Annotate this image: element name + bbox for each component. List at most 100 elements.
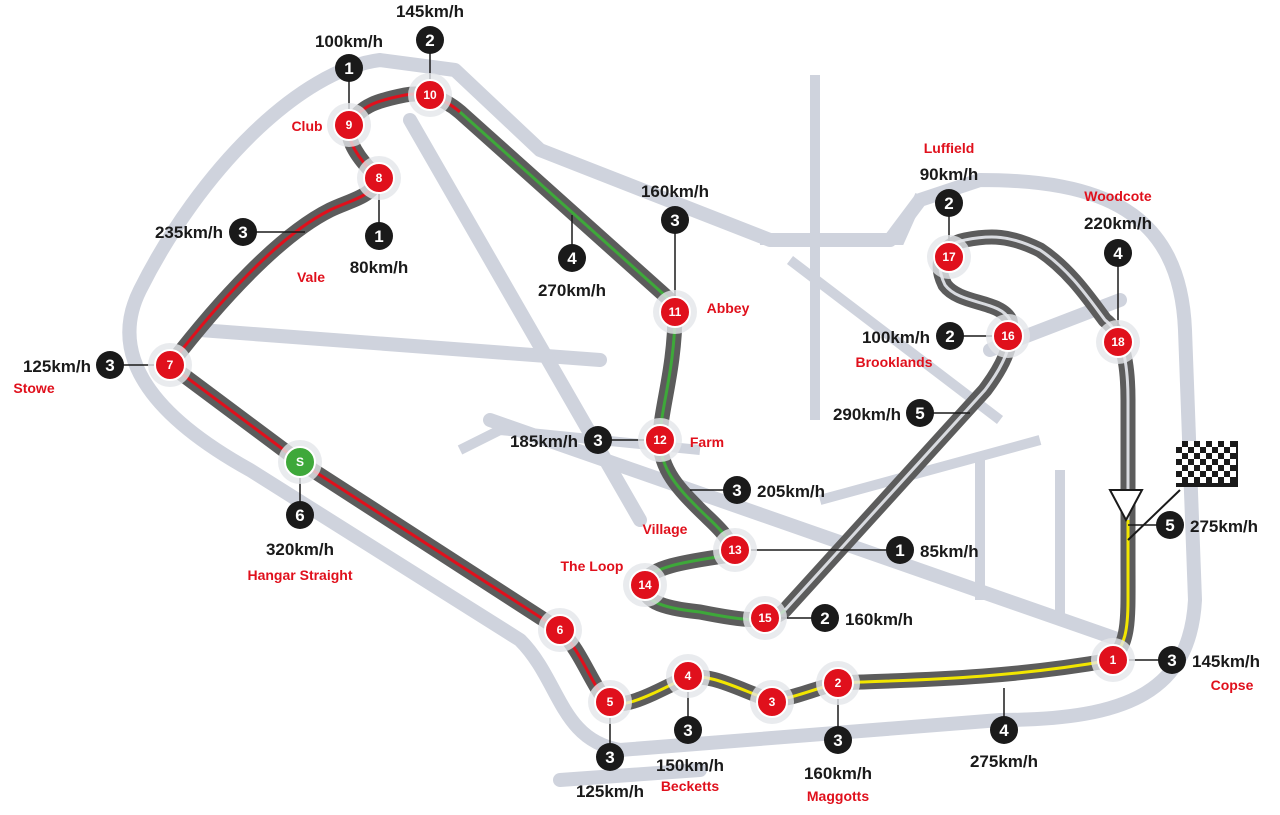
corner-3-marker[interactable]: 3: [750, 680, 794, 724]
gear-number: 1: [374, 227, 383, 246]
gear-number: 2: [820, 609, 829, 628]
corner-17-marker[interactable]: 17: [927, 235, 971, 279]
speed-point-3[interactable]: 3 235km/h: [155, 218, 257, 246]
corner-5-marker[interactable]: 5: [588, 680, 632, 724]
speed-label: 80km/h: [350, 258, 409, 277]
gear-number: 3: [683, 721, 692, 740]
speed-label: 320km/h: [266, 540, 334, 559]
gear-number: 3: [670, 211, 679, 230]
corner-12-number: 12: [653, 433, 667, 447]
corner-7-marker[interactable]: 7: [148, 343, 192, 387]
gear-number: 3: [238, 223, 247, 242]
speed-label: 100km/h: [862, 328, 930, 347]
leader-lines: [110, 40, 1172, 757]
start-marker-label: S: [296, 455, 304, 469]
speed-point-19[interactable]: 4 275km/h: [970, 716, 1038, 771]
corner-1-marker[interactable]: 1: [1091, 638, 1135, 682]
speed-label: 275km/h: [1190, 517, 1258, 536]
corner-name-the-loop: The Loop: [561, 558, 624, 574]
corner-18-number: 18: [1111, 335, 1125, 349]
speed-label: 145km/h: [396, 2, 464, 21]
corner-name-vale: Vale: [297, 269, 325, 285]
gear-number: 3: [105, 356, 114, 375]
straight-name-hangar: Hangar Straight: [247, 567, 352, 583]
gear-number: 3: [605, 748, 614, 767]
speed-label: 125km/h: [23, 357, 91, 376]
corner-name-club: Club: [291, 118, 322, 134]
corner-7-number: 7: [167, 358, 174, 372]
corner-12-marker[interactable]: 12: [638, 418, 682, 462]
speed-label: 160km/h: [641, 182, 709, 201]
corner-9-marker[interactable]: 9: [327, 103, 371, 147]
speed-point-14[interactable]: 2 100km/h: [862, 322, 964, 350]
corner-6-marker[interactable]: 6: [538, 608, 582, 652]
corner-2-number: 2: [835, 676, 842, 690]
speed-point-15[interactable]: 290km/h: [920, 165, 979, 217]
speed-point-7[interactable]: 3 125km/h: [23, 351, 124, 379]
speed-label: 270km/h: [538, 281, 606, 300]
corner-name-maggotts: Maggotts: [807, 788, 869, 804]
speed-point-9[interactable]: 3 185km/h: [510, 426, 612, 454]
corner-16-marker[interactable]: 16: [986, 314, 1030, 358]
gear-number: 4: [1113, 244, 1123, 263]
finish-flag: [1108, 441, 1238, 541]
corner-8-marker[interactable]: 8: [357, 156, 401, 200]
corner-name-stowe: Stowe: [13, 380, 54, 396]
speed-label: 150km/h: [656, 756, 724, 775]
corner-14-number: 14: [638, 578, 652, 592]
speed-point-16[interactable]: 4 220km/h: [1084, 214, 1152, 267]
corner-11-marker[interactable]: 11: [653, 290, 697, 334]
gear-number: 5: [1165, 516, 1174, 535]
speed-label: 220km/h: [1084, 214, 1152, 233]
corner-name-farm: Farm: [690, 434, 724, 450]
speed-point-21[interactable]: 3 150km/h: [656, 716, 724, 775]
gear-number: 2: [945, 327, 954, 346]
gear-number: 3: [1167, 651, 1176, 670]
corner-15-marker[interactable]: 15: [743, 596, 787, 640]
corner-names: Copse Maggotts Becketts Stowe Vale Club …: [13, 118, 1253, 804]
gear-number: 6: [295, 506, 304, 525]
corner-18-marker[interactable]: 18: [1096, 320, 1140, 364]
start-marker[interactable]: S: [278, 440, 322, 484]
speed-label: 235km/h: [155, 223, 223, 242]
corner-4-number: 4: [685, 669, 692, 683]
corner-10-marker[interactable]: 10: [408, 73, 452, 117]
speed-point-4[interactable]: 1 80km/h: [350, 222, 409, 277]
speed-label: 185km/h: [510, 432, 578, 451]
corner-14-marker[interactable]: 14: [623, 563, 667, 607]
corner-9-number: 9: [346, 118, 353, 132]
speed-label: 275km/h: [970, 752, 1038, 771]
corner-8-number: 8: [376, 171, 383, 185]
gear-number: 3: [833, 731, 842, 750]
corner-11-number: 11: [669, 305, 682, 319]
corner-13-marker[interactable]: 13: [713, 528, 757, 572]
corner-16-number: 16: [1001, 329, 1015, 343]
corner-10-number: 10: [423, 88, 437, 102]
gear-number: 3: [593, 431, 602, 450]
corner-1-number: 1: [1110, 653, 1117, 667]
corner-15-number: 15: [758, 611, 772, 625]
speed-point-17[interactable]: 5 275km/h: [1156, 511, 1258, 539]
corner-4-marker[interactable]: 4: [666, 654, 710, 698]
corner-6-number: 6: [557, 623, 564, 637]
speed-label: 100km/h: [315, 32, 383, 51]
speed-point-8[interactable]: 6 320km/h: [266, 501, 334, 559]
corner-name-abbey: Abbey: [707, 300, 750, 316]
gear-number: 4: [999, 721, 1009, 740]
speed-label: 290km/h: [833, 405, 901, 424]
corner-2-marker[interactable]: 2: [816, 661, 860, 705]
gear-number: 2: [944, 194, 953, 213]
corner-name-woodcote: Woodcote: [1084, 188, 1152, 204]
speed-point-6[interactable]: 3 160km/h: [641, 182, 709, 234]
